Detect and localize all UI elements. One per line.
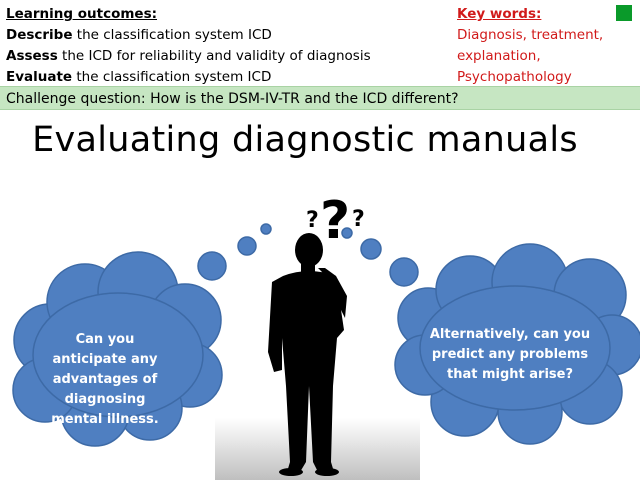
slide-title: Evaluating diagnostic manuals [32, 120, 578, 160]
svg-text:?: ? [320, 191, 350, 251]
thinking-person-silhouette [268, 233, 347, 476]
thought-dots-left [197, 223, 272, 281]
outcome-text: the ICD for reliability and validity of … [57, 48, 371, 64]
question-marks-icon: ? ? ? [306, 191, 365, 251]
outcome-verb: Describe [6, 27, 73, 43]
outcome-line: Describe the classification system ICD [6, 25, 426, 46]
right-bubble-text: Alternatively, can you predict any probl… [429, 327, 591, 382]
key-words: Key words: Diagnosis, treatment, explana… [457, 4, 627, 88]
svg-text:?: ? [306, 208, 319, 233]
outcome-line: Assess the ICD for reliability and valid… [6, 46, 426, 67]
thought-cloud-left-fill [34, 294, 202, 416]
key-words-heading: Key words: [457, 6, 542, 22]
green-square-marker [616, 5, 632, 21]
key-words-line: explanation, [457, 48, 541, 64]
outcome-line: Evaluate the classification system ICD [6, 67, 426, 88]
left-bubble-text: Can you anticipate any advantages of dia… [51, 332, 159, 427]
thought-dots-right [341, 227, 419, 287]
challenge-question-bar: Challenge question: How is the DSM-IV-TR… [0, 86, 640, 110]
outcome-verb: Assess [6, 48, 58, 64]
outcome-verb: Evaluate [6, 69, 73, 85]
key-words-line: Psychopathology [457, 69, 572, 85]
key-words-line: Diagnosis, treatment, [457, 27, 604, 43]
learning-outcomes-heading: Learning outcomes: [6, 6, 158, 22]
learning-outcomes: Learning outcomes: Describe the classifi… [6, 4, 426, 88]
outcome-text: the classification system ICD [72, 69, 272, 85]
svg-text:?: ? [352, 207, 365, 232]
thought-cloud-right-fill [421, 287, 609, 409]
outcome-text: the classification system ICD [72, 27, 272, 43]
